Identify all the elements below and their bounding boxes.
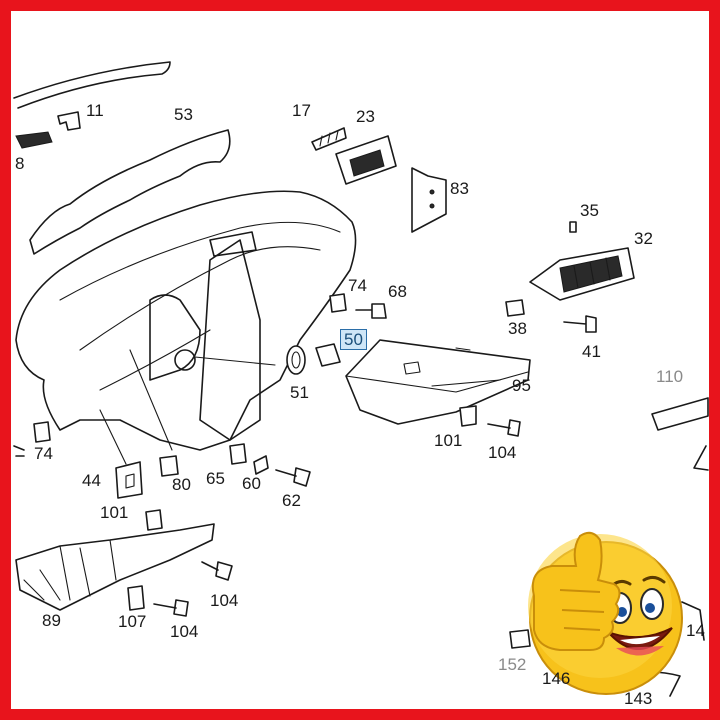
part-44-plate <box>115 461 143 499</box>
part-110-bracket <box>651 397 709 431</box>
callout-11: 11 <box>86 101 104 120</box>
part-80-clip <box>159 455 179 477</box>
callout-65: 65 <box>206 469 225 488</box>
part-60-washer <box>253 455 269 475</box>
callout-95: 95 <box>512 376 531 395</box>
callout-74-lower: 74 <box>34 444 53 463</box>
callout-14: 14 <box>686 621 705 640</box>
part-62-screw <box>275 467 311 487</box>
part-38-clip <box>505 299 525 317</box>
callout-62: 62 <box>282 491 301 510</box>
part-74-clip-upper <box>329 293 347 313</box>
callout-41: 41 <box>582 342 601 361</box>
callout-110: 110 <box>656 367 684 386</box>
callout-101-right: 101 <box>434 431 463 450</box>
callout-32: 32 <box>634 229 653 248</box>
part-89-lower-panel <box>15 523 215 611</box>
callout-50-highlighted: 50 <box>340 329 367 350</box>
callout-44: 44 <box>82 471 101 490</box>
callout-38: 38 <box>508 319 527 338</box>
part-8-bracket <box>15 131 53 149</box>
part-104-screw-right <box>487 419 521 437</box>
dash-top-trim <box>13 61 171 109</box>
part-83-panel <box>411 167 447 233</box>
part-104-screw-mid <box>201 561 233 581</box>
part-101-clip-right <box>459 405 477 427</box>
part-50-knob <box>315 343 341 367</box>
callout-152: 152 <box>498 655 527 674</box>
part-14-cover <box>681 601 705 641</box>
callout-60: 60 <box>242 474 261 493</box>
callout-104-mid: 104 <box>210 591 239 610</box>
part-107-clip <box>127 585 145 611</box>
callout-51: 51 <box>290 383 309 402</box>
callout-83: 83 <box>450 179 469 198</box>
part-65-clip <box>229 443 247 465</box>
callout-53: 53 <box>174 105 193 124</box>
callout-8: 8 <box>15 154 25 173</box>
steering-column-hole <box>174 349 196 371</box>
callout-89: 89 <box>42 611 61 630</box>
part-74-clip-lower <box>33 421 51 443</box>
part-right-edge-bracket <box>693 445 709 471</box>
callout-101-left: 101 <box>100 503 129 522</box>
part-104-screw-lower <box>153 599 189 617</box>
part-35-clip <box>569 221 577 233</box>
callout-80: 80 <box>172 475 191 494</box>
callout-17: 17 <box>292 101 311 120</box>
part-95-glovebox <box>345 339 531 425</box>
dashboard-body <box>15 190 357 451</box>
callout-23: 23 <box>356 107 375 126</box>
part-152-clip <box>509 629 531 649</box>
callout-104-right: 104 <box>488 443 517 462</box>
callout-107: 107 <box>118 612 147 631</box>
callout-74-upper: 74 <box>348 276 367 295</box>
callout-104-lower: 104 <box>170 622 199 641</box>
part-51-ring <box>286 345 306 375</box>
part-101-clip-left <box>145 509 163 531</box>
part-53-pad <box>29 129 231 255</box>
callout-143: 143 <box>624 689 653 708</box>
callout-146: 146 <box>542 669 571 688</box>
thumbs-up-smiley-icon <box>528 531 683 695</box>
part-68-screw <box>355 303 387 319</box>
center-console-stack <box>199 239 261 441</box>
part-41-screw <box>563 315 597 333</box>
callout-35: 35 <box>580 201 599 220</box>
callout-68: 68 <box>388 282 407 301</box>
part-11-clip <box>57 111 81 131</box>
